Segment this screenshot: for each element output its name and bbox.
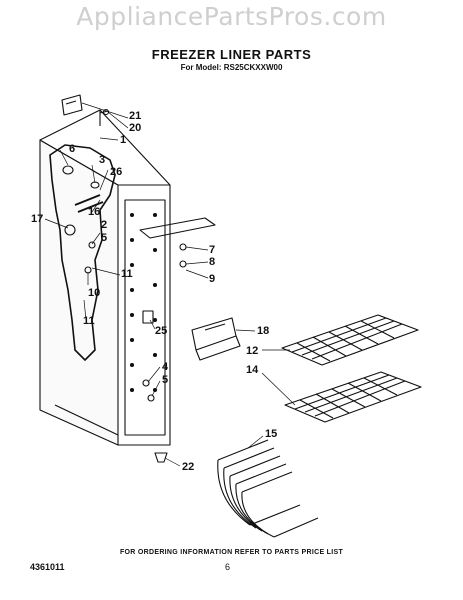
watermark-text: AppliancePartsPros.com — [76, 2, 387, 31]
part-22 — [154, 452, 168, 463]
part-4-5-lower — [142, 379, 155, 402]
callout-2: 2 — [101, 219, 108, 231]
page-number: 6 — [225, 562, 231, 572]
callout-26: 26 — [110, 166, 123, 178]
part-25 — [142, 310, 154, 324]
callout-11-lower: 11 — [83, 315, 95, 327]
callout-11-upper: 11 — [121, 268, 133, 280]
callout-9: 9 — [209, 273, 216, 285]
callout-10: 10 — [88, 287, 101, 299]
callout-18: 18 — [257, 325, 270, 337]
callout-8: 8 — [209, 256, 216, 268]
model-line: For Model: RS25CKXXW00 — [180, 63, 283, 72]
callout-5-upper: 5 — [101, 232, 108, 244]
wire-shelf-12 — [281, 314, 419, 366]
callout-21: 21 — [129, 110, 142, 122]
shelf-support-18 — [191, 317, 241, 361]
wire-shelf-14 — [284, 371, 422, 423]
callout-22: 22 — [182, 461, 195, 473]
document-number: 4361011 — [30, 562, 65, 572]
callout-14: 14 — [246, 364, 259, 376]
callout-1: 1 — [120, 134, 127, 146]
callout-7: 7 — [209, 244, 216, 256]
callout-3: 3 — [99, 154, 106, 166]
freezer-liner-body — [39, 109, 171, 446]
callout-25: 25 — [155, 325, 168, 337]
callout-5-lower: 5 — [162, 374, 169, 386]
callout-6: 6 — [69, 143, 76, 155]
callout-4: 4 — [162, 361, 169, 373]
callout-12: 12 — [246, 345, 259, 357]
callout-17: 17 — [31, 213, 44, 225]
bracket-7-8-9 — [139, 217, 216, 268]
wire-basket-15 — [217, 439, 319, 538]
page-title: FREEZER LINER PARTS — [151, 47, 312, 62]
callout-20: 20 — [129, 122, 142, 134]
ordering-info: FOR ORDERING INFORMATION REFER TO PARTS … — [119, 549, 344, 556]
callout-16: 16 — [88, 206, 101, 218]
callout-15: 15 — [265, 428, 278, 440]
